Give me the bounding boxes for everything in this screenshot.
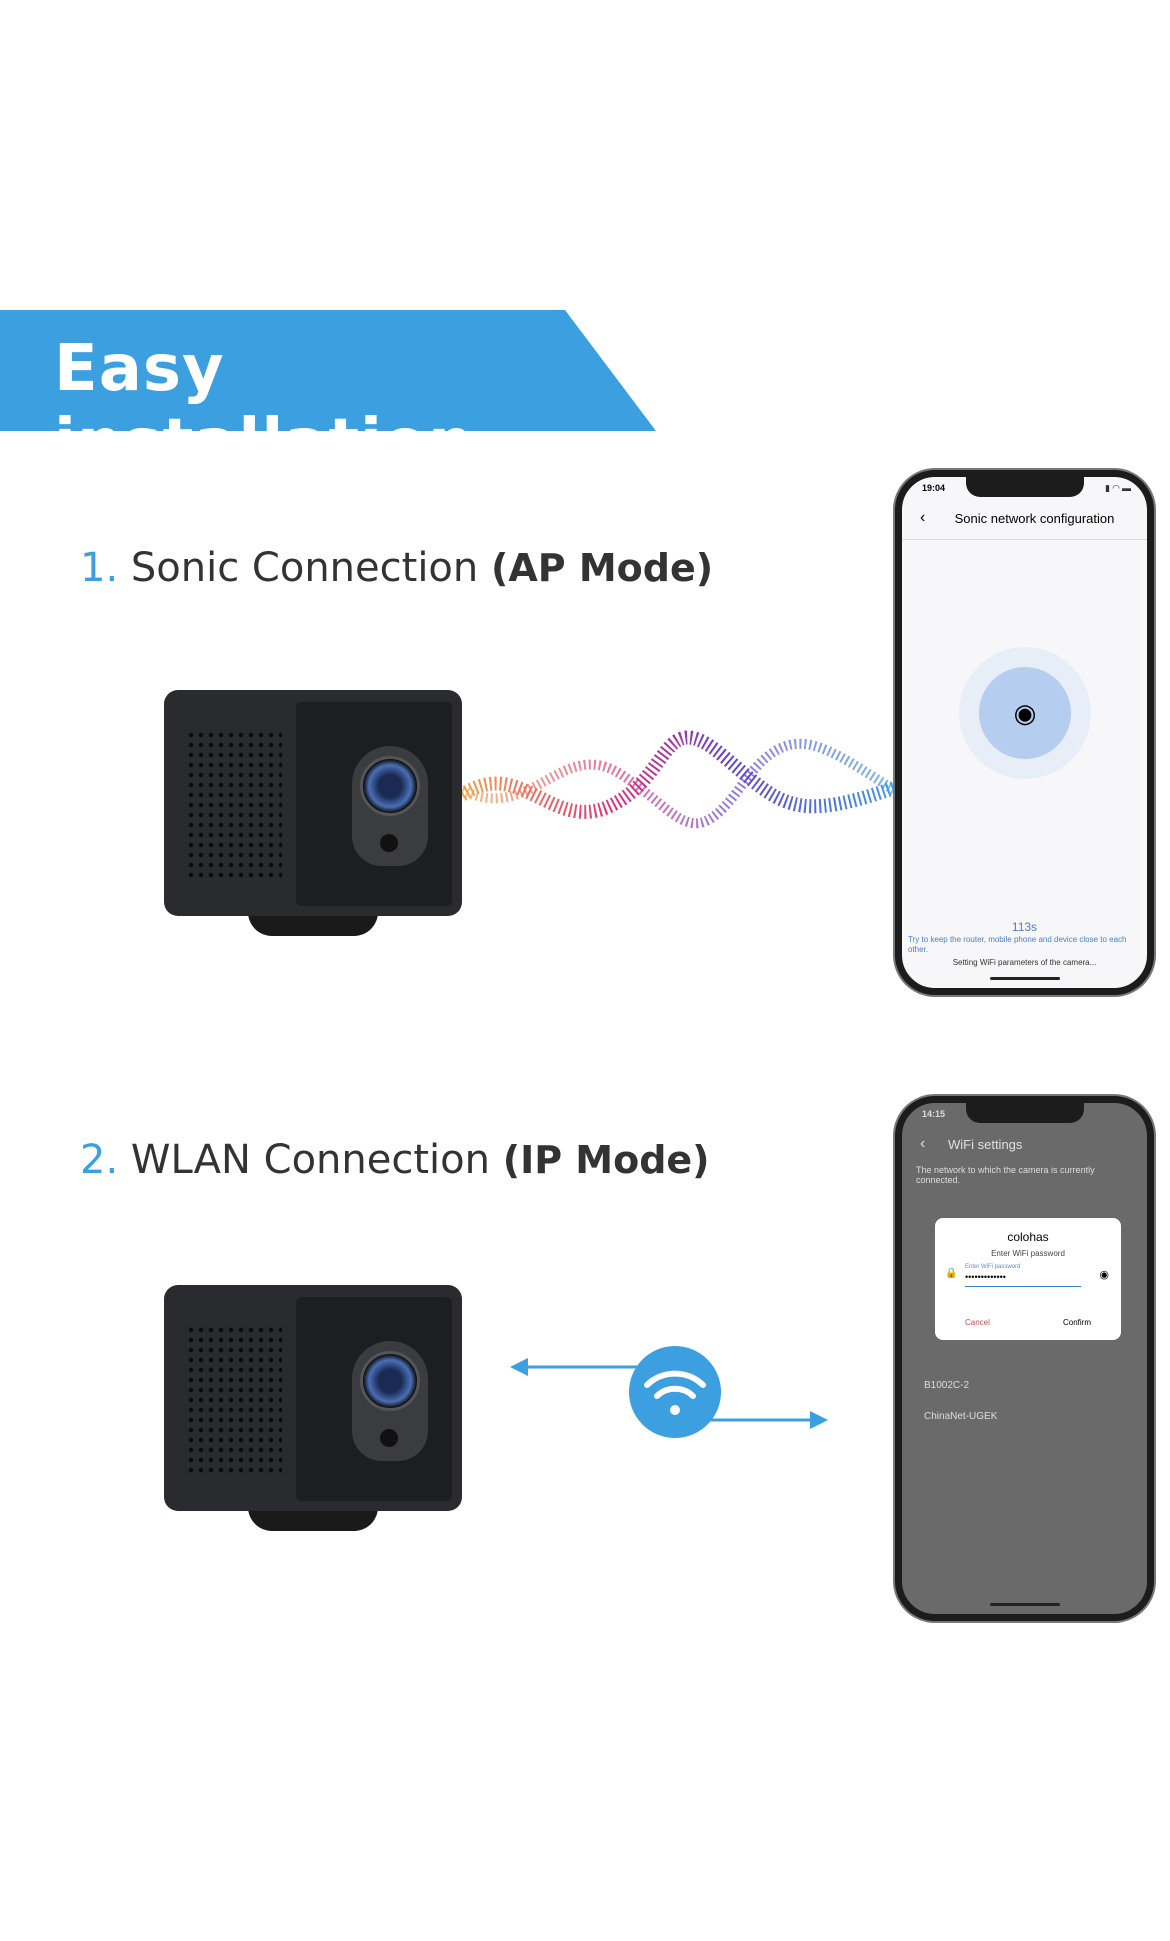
network-item[interactable]: ChinaNet-UGEK <box>924 1411 998 1422</box>
countdown: 113s <box>1011 920 1038 934</box>
dialog-ssid: colohas <box>1007 1230 1049 1244</box>
section1-number: 1. <box>80 545 119 591</box>
camera-image-2 <box>164 1285 462 1531</box>
section1-heading: 1. Sonic Connection (AP Mode) <box>80 545 713 591</box>
phone1-time: 19:04 <box>922 483 946 493</box>
dialog-prompt: Enter WiFi password <box>991 1249 1065 1258</box>
section2-number: 2. <box>80 1137 119 1183</box>
network-item[interactable]: B1002C-2 <box>924 1380 970 1391</box>
field-label: Enter WiFi password <box>965 1264 1021 1270</box>
banner: Easy installation <box>0 310 656 431</box>
section1-mode: (AP Mode) <box>490 546 714 590</box>
section2-heading: 2. WLAN Connection (IP Mode) <box>80 1137 710 1183</box>
phone-sonic-config: 19:04 ▮ ◠ ▬ ‹ Sonic network configuratio… <box>895 470 1154 995</box>
confirm-button[interactable]: Confirm <box>1062 1318 1091 1327</box>
password-dialog: colohas Enter WiFi password 🔒 Enter WiFi… <box>935 1218 1121 1340</box>
phone1-title: Sonic network configuration <box>954 511 1115 526</box>
banner-title: Easy installation <box>54 332 475 480</box>
phone2-time: 14:15 <box>922 1109 946 1119</box>
wifi-transfer-graphic <box>510 1346 828 1438</box>
status-text: Setting WiFi parameters of the camera... <box>952 958 1097 967</box>
eye-icon[interactable]: ◉ <box>1099 1269 1109 1281</box>
section2-mode: (IP Mode) <box>502 1138 710 1182</box>
lock-icon: 🔒 <box>945 1268 958 1279</box>
camera-image-1 <box>164 690 462 936</box>
hint-text: Try to keep the router, mobile phone and… <box>908 935 1127 954</box>
phone2-title: WiFi settings <box>948 1137 1023 1152</box>
sound-wave-graphic <box>462 730 902 829</box>
password-input[interactable]: ••••••••••••• <box>965 1272 1081 1287</box>
cancel-button[interactable]: Cancel <box>965 1318 990 1327</box>
back-icon[interactable]: ‹ <box>920 509 926 526</box>
phone-wifi-settings: 14:15 ‹ WiFi settings The network to whi… <box>895 1096 1154 1621</box>
back-icon[interactable]: ‹ <box>920 1135 926 1152</box>
phone2-subtitle: The network to which the camera is curre… <box>916 1165 1095 1185</box>
section1-label: Sonic Connection <box>130 545 479 591</box>
camera-icon: ◉ <box>979 667 1071 759</box>
section2-label: WLAN Connection <box>130 1137 490 1183</box>
